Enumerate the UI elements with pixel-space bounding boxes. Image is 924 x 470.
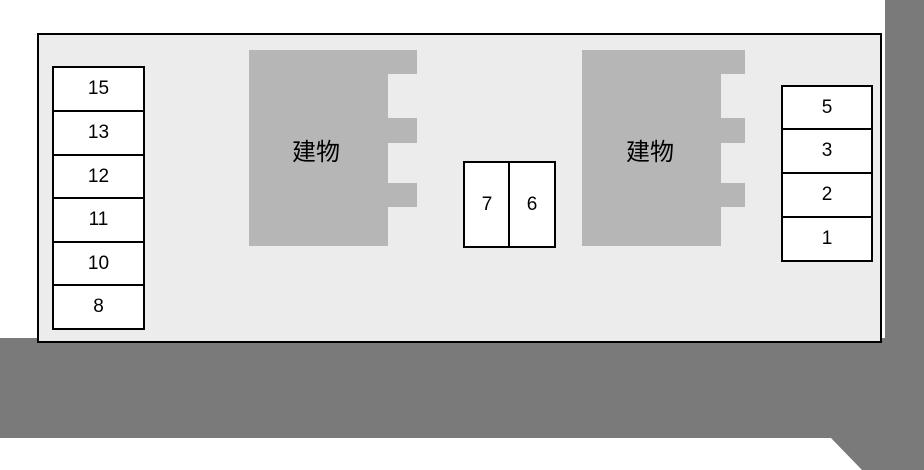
parking-slot-12[interactable]: 12: [52, 154, 145, 200]
building-right: 建物: [582, 50, 746, 247]
parking-slot-13[interactable]: 13: [52, 110, 145, 156]
parking-lot-area: [37, 33, 882, 343]
parking-slot-11[interactable]: 11: [52, 197, 145, 243]
building-shape: [582, 50, 745, 246]
parking-slot-6[interactable]: 6: [508, 161, 556, 248]
building-label: 建物: [626, 138, 674, 166]
parking-slot-3[interactable]: 3: [781, 128, 873, 174]
road-horizontal: [0, 338, 924, 438]
parking-slot-5[interactable]: 5: [781, 85, 873, 131]
parking-slot-7[interactable]: 7: [463, 161, 511, 248]
building-shape: [249, 50, 417, 246]
parking-slot-1[interactable]: 1: [781, 216, 873, 262]
parking-slot-15[interactable]: 15: [52, 66, 145, 112]
parking-slot-2[interactable]: 2: [781, 172, 873, 218]
parking-slot-8[interactable]: 8: [52, 284, 145, 330]
building-label: 建物: [292, 138, 340, 166]
building-left: 建物: [249, 50, 418, 247]
parking-slot-10[interactable]: 10: [52, 241, 145, 287]
